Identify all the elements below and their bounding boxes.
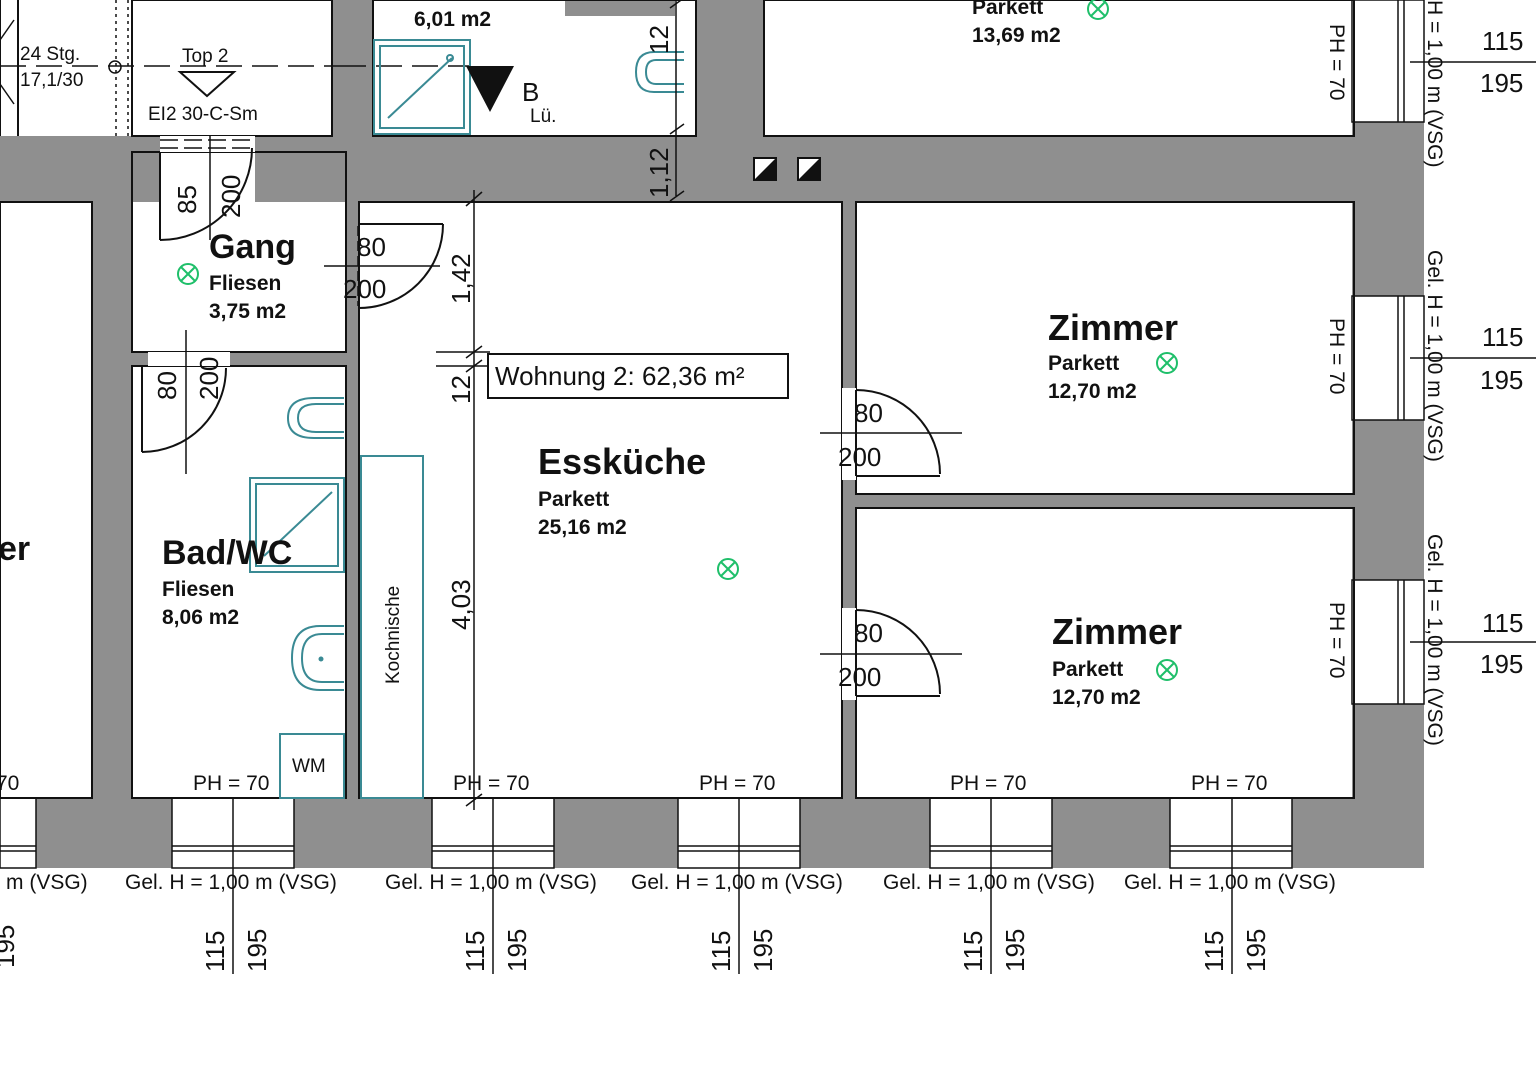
- bottom-195-5: 195: [1241, 929, 1271, 972]
- gel-h-right-mid: Gel. H = 1,00 m (VSG): [1423, 250, 1446, 462]
- bottom-195-2: 195: [502, 929, 532, 972]
- vent-label: Lü.: [530, 106, 556, 127]
- right-195-top: 195: [1480, 68, 1523, 98]
- vent-letter: B: [522, 77, 539, 107]
- kueche-area: 25,16 m2: [538, 516, 627, 539]
- sensor-icon: [1156, 352, 1178, 374]
- zimmer2-name: Zimmer: [1052, 611, 1182, 652]
- staircase: 24 Stg. 17,1/30 Top 2 EI2 30-C-Sm: [0, 0, 470, 136]
- dim-80-bad: 80: [152, 371, 182, 400]
- washing-machine-label: WM: [292, 756, 326, 777]
- dim-85: 85: [172, 185, 202, 214]
- bottom-195-4: 195: [1000, 929, 1030, 972]
- right-195-low: 195: [1480, 649, 1523, 679]
- fire-rating: EI2 30-C-Sm: [148, 104, 258, 125]
- gel-h-bottom-4: Gel. H = 1,00 m (VSG): [883, 871, 1095, 894]
- walls: [0, 0, 1424, 868]
- ph-label-zimmer2: PH = 70: [1325, 602, 1348, 678]
- zimmer1-name: Zimmer: [1048, 307, 1178, 348]
- dim-1-12: 1,12: [644, 147, 674, 198]
- bad-floor: Fliesen: [162, 578, 234, 601]
- shaft-symbols: [753, 157, 821, 181]
- sensor-icons: [177, 0, 1178, 681]
- right-115-low: 115: [1482, 608, 1523, 638]
- sensor-icon: [177, 263, 199, 285]
- dim-200-bad: 200: [194, 357, 224, 400]
- ph-label-partial: 70: [0, 772, 19, 795]
- bottom-115-2: 115: [460, 931, 490, 972]
- right-195-mid: 195: [1480, 365, 1523, 395]
- ph-label-zimmer2-right: PH = 70: [1191, 772, 1267, 795]
- zimmer1-area: 12,70 m2: [1048, 380, 1137, 403]
- kitchen-niche-label: Kochnische: [383, 586, 404, 684]
- bad-area: 8,06 m2: [162, 606, 239, 629]
- dim-200-gang: 200: [343, 274, 386, 304]
- dim-4-03: 4,03: [446, 579, 476, 630]
- gel-h-bottom-1: Gel. H = 1,00 m (VSG): [125, 871, 337, 894]
- apartment-label: Wohnung 2: 62,36 m²: [495, 361, 745, 391]
- ph-label-kueche-left: PH = 70: [453, 772, 529, 795]
- stair-count: 24 Stg.: [20, 44, 80, 65]
- right-windows: [1351, 0, 1425, 705]
- top-label: Top 2: [182, 46, 228, 67]
- dim-80-zimmer1: 80: [854, 398, 883, 428]
- ph-label-top-right: PH = 70: [1325, 24, 1348, 100]
- gel-h-bottom-3: Gel. H = 1,00 m (VSG): [631, 871, 843, 894]
- sensor-icon: [717, 558, 739, 580]
- left-room-partial-name: er: [0, 530, 30, 568]
- right-115-top: 115: [1482, 26, 1523, 56]
- stair-ratio: 17,1/30: [20, 70, 83, 91]
- gel-h-right-low: Gel. H = 1,00 m (VSG): [1423, 534, 1446, 746]
- dimension-lines: [436, 0, 685, 810]
- gang-floor: Fliesen: [209, 272, 281, 295]
- dim-200-gang-top: 200: [216, 175, 246, 218]
- dim-12-top: 12: [644, 25, 674, 54]
- bad-name: Bad/WC: [162, 534, 292, 572]
- gel-h-bottom-partial: m (VSG): [6, 871, 88, 894]
- bottom-115-5: 115: [1199, 931, 1229, 972]
- top-bath: 6,01 m2 B Lü.: [373, 8, 684, 135]
- bottom-195-3: 195: [748, 929, 778, 972]
- dim-80-gang: 80: [357, 232, 386, 262]
- gel-h-right-top: H = 1,00 m (VSG): [1423, 0, 1446, 167]
- ph-label-zimmer1: PH = 70: [1325, 318, 1348, 394]
- bottom-115-1: 115: [200, 931, 230, 972]
- dim-200-zimmer2: 200: [838, 662, 881, 692]
- zimmer2-area: 12,70 m2: [1052, 686, 1141, 709]
- gang-area: 3,75 m2: [209, 300, 286, 323]
- top-right-area: 13,69 m2: [972, 24, 1061, 47]
- kueche-floor: Parkett: [538, 488, 609, 511]
- top-right-floor: Parkett: [972, 0, 1043, 19]
- ph-label-zimmer2-left: PH = 70: [950, 772, 1026, 795]
- bottom-195-partial: 195: [0, 925, 20, 968]
- dim-200-zimmer1: 200: [838, 442, 881, 472]
- bottom-dim-lines: [232, 798, 1233, 974]
- zimmer1-floor: Parkett: [1048, 352, 1119, 375]
- doors: [141, 136, 962, 700]
- bottom-195-1: 195: [242, 929, 272, 972]
- fixtures: WM: [249, 397, 424, 799]
- sensor-icon: [1087, 0, 1109, 20]
- bottom-115-4: 115: [958, 931, 988, 972]
- dim-12-mid: 12: [446, 375, 476, 404]
- ph-label-bad: PH = 70: [193, 772, 269, 795]
- ph-label-kueche-right: PH = 70: [699, 772, 775, 795]
- kueche-name: Essküche: [538, 441, 706, 482]
- right-115-mid: 115: [1482, 322, 1523, 352]
- zimmer2-floor: Parkett: [1052, 658, 1123, 681]
- vent-down-icon: [466, 66, 514, 112]
- top-room-area: 6,01 m2: [414, 8, 491, 31]
- dim-80-zimmer2: 80: [854, 618, 883, 648]
- gel-h-bottom-2: Gel. H = 1,00 m (VSG): [385, 871, 597, 894]
- gang-name: Gang: [209, 228, 296, 266]
- apartment-label-box: [487, 353, 789, 399]
- bottom-115-3: 115: [706, 931, 736, 972]
- dim-1-42: 1,42: [446, 253, 476, 304]
- gel-h-bottom-5: Gel. H = 1,00 m (VSG): [1124, 871, 1336, 894]
- sensor-icon: [1156, 659, 1178, 681]
- right-dim-lines: [1410, 61, 1536, 643]
